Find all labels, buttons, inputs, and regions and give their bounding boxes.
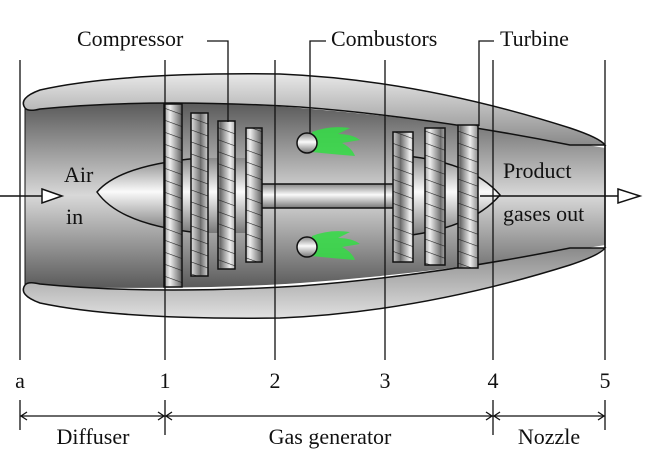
upper-casing xyxy=(22,73,607,146)
station-label: 5 xyxy=(600,368,611,393)
flame-icon xyxy=(312,127,360,156)
turbine-blade xyxy=(424,127,446,266)
product-gases-label: Product xyxy=(503,158,571,183)
station-label: 2 xyxy=(270,368,281,393)
nozzle-label: Nozzle xyxy=(518,424,580,449)
combustors-label: Combustors xyxy=(331,26,437,51)
compressor-label: Compressor xyxy=(77,26,184,51)
air-in-arrow xyxy=(0,187,65,205)
turbine-blade xyxy=(392,131,414,263)
station-label: 1 xyxy=(160,368,171,393)
turbine-label: Turbine xyxy=(500,26,569,51)
compressor-blades xyxy=(163,103,263,288)
compressor-blade xyxy=(217,120,236,270)
turbine-blades xyxy=(392,124,479,269)
air-in-label: in xyxy=(66,204,83,229)
lower-casing xyxy=(22,247,607,319)
station-label: 3 xyxy=(380,368,391,393)
leader-lines xyxy=(207,40,494,133)
station-label: 4 xyxy=(488,368,499,393)
gas-generator-label: Gas generator xyxy=(269,424,392,449)
combustor-top xyxy=(296,127,360,156)
diffuser-label: Diffuser xyxy=(57,424,131,449)
combustor-bottom xyxy=(296,231,360,260)
flame-icon xyxy=(312,231,360,260)
turbine-blade xyxy=(457,124,479,269)
station-label: a xyxy=(15,368,25,393)
compressor-blade xyxy=(163,103,183,288)
compressor-blade xyxy=(245,127,263,263)
product-gases-label: gases out xyxy=(503,201,584,226)
compressor-blade xyxy=(190,112,209,277)
air-in-label: Air xyxy=(64,162,94,187)
gases-out-arrow xyxy=(480,187,643,205)
station-lines xyxy=(19,60,606,360)
dimension-lines xyxy=(19,400,606,435)
